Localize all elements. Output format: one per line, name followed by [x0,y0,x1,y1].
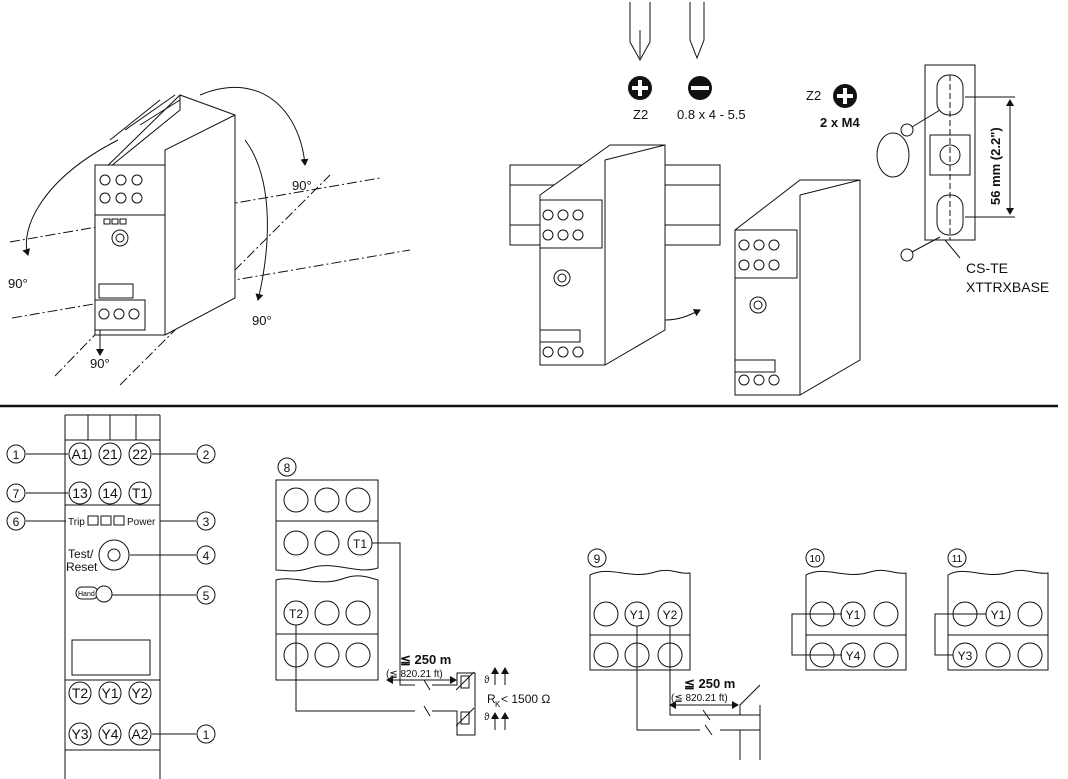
terminal-a1: A1 [71,446,88,462]
diagram11-jumper [934,613,986,656]
mount-part-code: XTTRXBASE [966,279,1049,295]
tool-screw-label: Z2 [633,107,648,122]
callout-4: 4 [203,549,210,563]
callout-3: 3 [203,515,210,529]
test-reset-label-1: Test/ [68,547,94,561]
terminal-t2: T2 [72,685,89,701]
diagram8-distance: ≦ 250 m [400,652,451,667]
callout-5: 5 [203,589,210,603]
diagram10-number: 10 [809,554,821,565]
mount-screws-label: 2 x M4 [820,115,861,130]
mount-dimension-label: 56 mm (2.2") [988,127,1003,205]
diagram9-distance-ft: (≦ 820.21 ft) [671,693,728,704]
terminal-y3: Y3 [71,726,88,742]
angle-label-left: 90° [8,276,28,291]
angle-label-bottom: 90° [90,356,110,371]
terminal-y1: Y1 [101,685,118,701]
tool-slot-label: 0.8 x 4 - 5.5 [677,107,746,122]
diagram9-wiring [636,626,761,760]
callout-7: 7 [13,487,20,501]
diagram10-terminal-y1: Y1 [846,608,861,622]
terminal-14: 14 [102,485,118,501]
bottom-terminal-block: T2 Y1 Y2 Y3 Y4 A2 [68,681,152,746]
diagram11-terminal-y1: Y1 [991,608,1006,622]
test-reset-button [98,539,130,571]
diagram8-wiring [295,542,509,736]
callout-2: 2 [203,448,210,462]
terminal-13: 13 [72,485,88,501]
diagram9-terminal-y2: Y2 [663,608,678,622]
diagram8-number: 8 [284,461,291,475]
callout-circles [6,444,216,744]
mounting-orientation-drawing [9,86,411,386]
angle-label-bottom-right: 90° [252,313,272,328]
diagram9-number-circle [587,548,607,568]
din-rail-mounting-drawing [509,144,861,396]
diagram11-terminal-block [947,569,1049,671]
mount-tool-label: Z2 [806,88,821,103]
screwdriver-tools [629,2,705,62]
diagram8-resistance-sub: K [495,700,501,709]
trip-label: Trip [68,517,85,528]
diagram8-distance-ft: (≦ 820.21 ft) [386,669,443,680]
mount-pozidriv-icon [833,84,857,108]
angle-label-right: 90° [292,178,312,193]
screw-mount-plate-drawing [876,64,1015,262]
terminal-y4: Y4 [101,726,118,742]
diagram8-terminal-block [275,479,379,681]
diagram9-distance: ≦ 250 m [684,676,735,691]
diagram9-number: 9 [594,552,601,566]
power-label: Power [127,517,156,528]
hand-selector [75,585,113,603]
front-panel-device [64,414,161,779]
terminal-t1: T1 [132,485,149,501]
diagram8-theta-top: ϑ [484,675,490,686]
top-terminal-block: A1 21 22 13 14 T1 [68,442,152,505]
led-indicators [87,515,125,526]
diagram8-resistance-r: R [487,692,496,706]
diagram8-theta-bottom: ϑ [484,712,490,723]
callout-lines [26,453,196,735]
diagram11-number: 11 [952,554,963,565]
callout-6: 6 [13,515,20,529]
test-reset-label-2: Reset [66,560,98,574]
hand-label: Hand [78,591,95,598]
diagram8-terminal-t2: T2 [289,607,303,621]
diagram11-terminal-y3: Y3 [958,649,973,663]
diagram11-number-circle [947,548,967,568]
pozidriv-icon [628,76,652,100]
diagram10-jumper [791,613,842,656]
terminal-21: 21 [102,446,118,462]
terminal-y2: Y2 [131,685,148,701]
diagram9-terminal-y1: Y1 [630,608,645,622]
terminal-22: 22 [132,446,148,462]
diagram10-terminal-y4: Y4 [846,649,861,663]
callout-1-top: 1 [13,448,20,462]
diagram8-resistance-value: < 1500 Ω [501,692,550,706]
terminal-a2: A2 [131,726,148,742]
callout-1-bottom: 1 [203,728,210,742]
diagram8-terminal-t1: T1 [353,537,367,551]
diagram8-number-circle [277,457,297,477]
diagram10-number-circle [805,548,825,568]
mount-part-name: CS-TE [966,260,1008,276]
slotted-icon [688,76,712,100]
